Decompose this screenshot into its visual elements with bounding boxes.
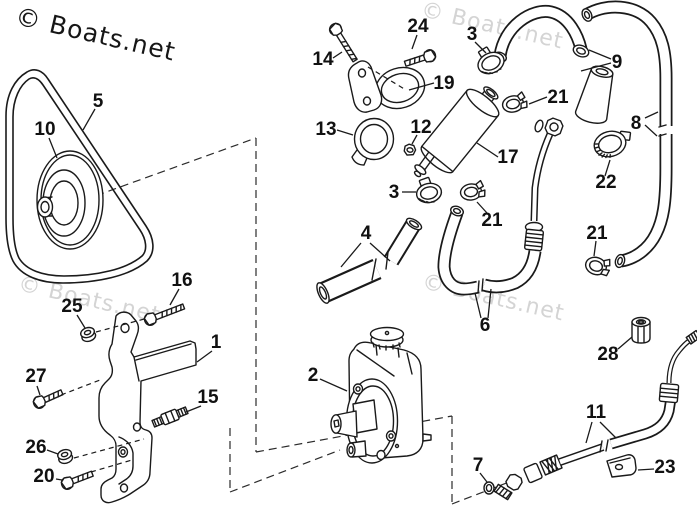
callout-7: 7: [473, 455, 484, 476]
part-21-clamp: [584, 256, 611, 277]
callout-26: 26: [25, 437, 46, 458]
callout-13: 13: [315, 119, 336, 140]
part-17-canister: [413, 86, 500, 178]
callout-2: 2: [308, 365, 319, 386]
part-27-bolt: [32, 389, 64, 410]
callout-21: 21: [547, 87, 569, 108]
callout-21: 21: [481, 210, 503, 231]
part-15-stud: [151, 406, 189, 428]
part-4-hoses: [316, 217, 423, 304]
leader-lines: [36, 34, 659, 483]
part-16-bolt: [143, 303, 186, 326]
part-5-drive-belt: [5, 69, 154, 284]
part-23-clip: [606, 454, 637, 478]
callout-27: 27: [25, 366, 46, 387]
callout-3: 3: [389, 182, 400, 203]
part-26-nut: [57, 448, 74, 465]
callout-4: 4: [361, 223, 372, 244]
callout-14: 14: [312, 49, 334, 70]
part-22-hose-clamp: [593, 130, 632, 159]
callout-12: 12: [410, 117, 431, 138]
part-7-o-ring: [483, 481, 495, 495]
callout-28: 28: [597, 344, 618, 365]
callout-6: 6: [480, 315, 491, 336]
part-12-nut: [403, 143, 417, 156]
part-21-clamp: [459, 179, 486, 201]
part-10-pulley: [36, 150, 104, 250]
callout-23: 23: [654, 457, 675, 478]
part-13-sleeve: [351, 117, 395, 166]
part-21-clamp: [501, 91, 528, 113]
callout-8: 8: [631, 113, 642, 134]
callout-17: 17: [497, 147, 518, 168]
callout-19: 19: [433, 73, 454, 94]
callout-20: 20: [33, 466, 54, 487]
part-11-hose-assembly: [493, 329, 697, 501]
callout-9: 9: [612, 52, 623, 73]
part-2-power-steering-pump: [330, 326, 432, 464]
callout-labels: 24 14 3 9 19 21 13 12 8 17 22 3 21 21 4 …: [25, 16, 675, 487]
part-24-bolt: [403, 49, 437, 67]
part-8-hose: [581, 0, 673, 269]
part-25-nut: [80, 326, 97, 343]
part-14-bolt: [328, 22, 358, 63]
callout-3: 3: [467, 24, 478, 45]
part-28-nut: [631, 316, 651, 344]
part-19-clamp-bracket: [347, 60, 426, 113]
callout-1: 1: [211, 332, 222, 353]
part-6-hose-assembly: [437, 117, 564, 296]
callout-21: 21: [586, 223, 608, 244]
callout-24: 24: [407, 16, 429, 37]
part-20-bolt: [60, 470, 94, 490]
callout-15: 15: [197, 387, 219, 408]
watermark-top-left: © Boats.net: [13, 2, 179, 67]
callout-25: 25: [61, 296, 83, 317]
callout-16: 16: [171, 270, 192, 291]
part-3-hose-clamp: [415, 176, 443, 204]
callout-11: 11: [586, 402, 607, 423]
callout-5: 5: [93, 91, 104, 112]
part-9-hose-and-valve: [493, 4, 614, 124]
part-1-mounting-bracket: [98, 311, 197, 504]
callout-10: 10: [34, 119, 55, 140]
callout-22: 22: [595, 172, 616, 193]
